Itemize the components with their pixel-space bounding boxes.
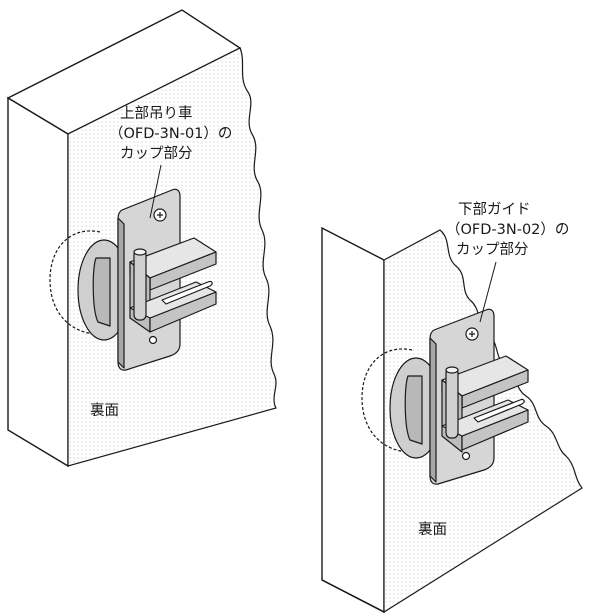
back-side-label-top: 裏面 xyxy=(90,403,119,419)
top-callout-line1: 上部吊り車 xyxy=(120,106,193,122)
top-callout-line2: （OFD-3N-01）の xyxy=(109,126,233,142)
bottom-callout-line1: 下部ガイド xyxy=(458,202,531,218)
bottom-callout-line3: カップ部分 xyxy=(456,242,529,258)
bottom-cup-callout: 下部ガイド （OFD-3N-02）の カップ部分 xyxy=(446,200,569,260)
top-leader-line xyxy=(149,164,162,219)
top-cup-callout: 上部吊り車 （OFD-3N-01）の カップ部分 xyxy=(109,104,232,164)
back-side-label-bottom: 裏面 xyxy=(418,522,447,538)
bottom-leader-line xyxy=(479,261,497,323)
top-cup-hardware xyxy=(49,188,217,371)
bottom-callout-line2: （OFD-3N-02）の xyxy=(446,222,570,238)
bottom-cup-hardware xyxy=(361,308,529,485)
top-callout-line3: カップ部分 xyxy=(120,146,193,162)
